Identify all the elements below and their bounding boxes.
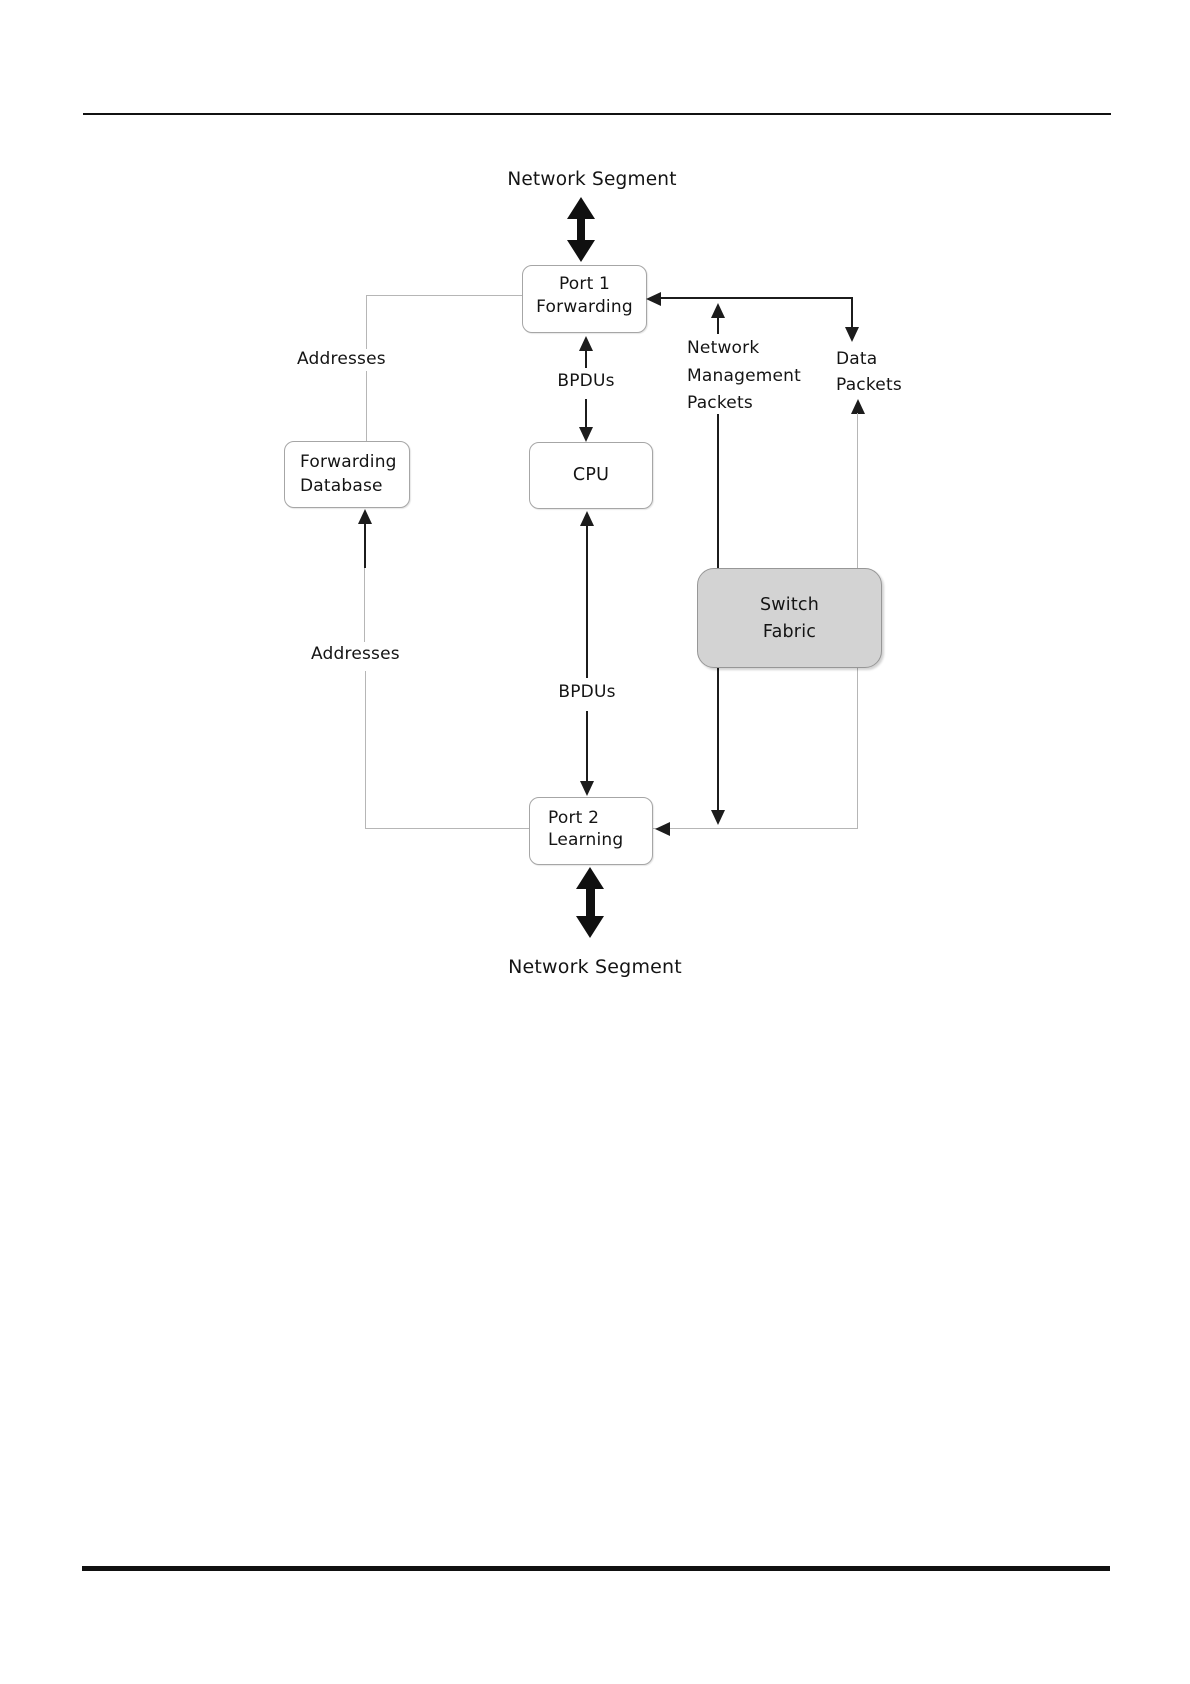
addresses-lower-horizontal-line — [365, 828, 529, 830]
forwarding-database-up-arrowhead-icon — [358, 509, 372, 524]
arrowhead-up-icon — [576, 867, 604, 889]
port2-right-connector-line — [653, 828, 858, 830]
cpu-box: CPU — [529, 442, 653, 509]
bpdu-lower-line-a — [586, 525, 588, 678]
port1-line1: Port 1 — [558, 274, 611, 294]
data-packets-upper-line — [851, 299, 853, 328]
nmp-up-arrowhead-icon — [711, 303, 725, 318]
addresses-upper-vertical-line-b — [366, 371, 368, 441]
nmp-line-upper — [717, 317, 719, 334]
bpdu-lower-down-arrowhead-icon — [580, 781, 594, 796]
addresses-upper-vertical-line-a — [366, 296, 368, 349]
addresses-lower-stem-line — [364, 523, 366, 568]
arrow-shaft — [577, 215, 585, 243]
forwarding-database-line2: Database — [300, 476, 383, 496]
addresses-upper-label: Addresses — [297, 349, 386, 369]
nmp-label-line3: Packets — [687, 393, 753, 413]
addresses-upper-horizontal-line — [366, 295, 522, 297]
arrow-shaft — [586, 886, 595, 918]
bpdu-lower-up-arrowhead-icon — [580, 511, 594, 526]
bpdus-lower-label: BPDUs — [558, 682, 616, 702]
network-segment-bottom-label: Network Segment — [508, 956, 682, 978]
bpdu-upper-line-a — [585, 350, 587, 368]
switch-fabric-line1: Switch — [759, 595, 820, 615]
data-packets-label-line1: Data — [836, 349, 878, 369]
bpdus-upper-label: BPDUs — [557, 371, 615, 391]
port1-forwarding-box: Port 1 Forwarding — [522, 265, 647, 333]
data-packets-down-arrowhead-icon — [845, 327, 859, 342]
network-segment-top-label: Network Segment — [507, 169, 677, 190]
port2-learning-box: Port 2 Learning — [529, 797, 653, 865]
arrowhead-up-icon — [567, 197, 595, 219]
arrowhead-down-icon — [576, 916, 604, 938]
nmp-down-arrowhead-icon — [711, 810, 725, 825]
forwarding-database-line1: Forwarding — [300, 452, 397, 472]
nmp-label-line2: Management — [687, 365, 801, 386]
addresses-lower-label: Addresses — [311, 644, 400, 664]
port1-left-arrowhead-icon — [646, 292, 661, 306]
switch-fabric-line2: Fabric — [762, 622, 817, 642]
port2-line2: Learning — [548, 830, 624, 850]
bottom-rule — [82, 1566, 1110, 1571]
cpu-label: CPU — [572, 465, 610, 485]
arrowhead-down-icon — [567, 240, 595, 262]
addresses-lower-vertical-line-b — [365, 671, 367, 829]
port1-line2: Forwarding — [536, 297, 633, 317]
data-packets-up-arrowhead-icon — [851, 399, 865, 414]
bpdu-upper-line-b — [585, 399, 587, 428]
forwarding-database-box: Forwarding Database — [284, 441, 410, 508]
bpdu-lower-line-b — [586, 711, 588, 782]
port2-left-arrowhead-icon — [655, 822, 670, 836]
data-packets-label-line2: Packets — [836, 374, 902, 395]
port2-line1: Port 2 — [548, 808, 600, 828]
network-management-packets-label: Network Management Packets — [687, 335, 801, 418]
top-rule — [83, 113, 1111, 115]
nmp-label-line1: Network — [687, 338, 760, 358]
data-packets-label: Data Packets — [836, 347, 902, 398]
addresses-lower-vertical-line-a — [364, 568, 366, 642]
switch-fabric-box: Switch Fabric — [697, 568, 882, 668]
port1-right-connector-line — [660, 297, 853, 299]
bpdu-upper-down-arrowhead-icon — [579, 427, 593, 442]
bpdu-upper-up-arrowhead-icon — [579, 336, 593, 351]
